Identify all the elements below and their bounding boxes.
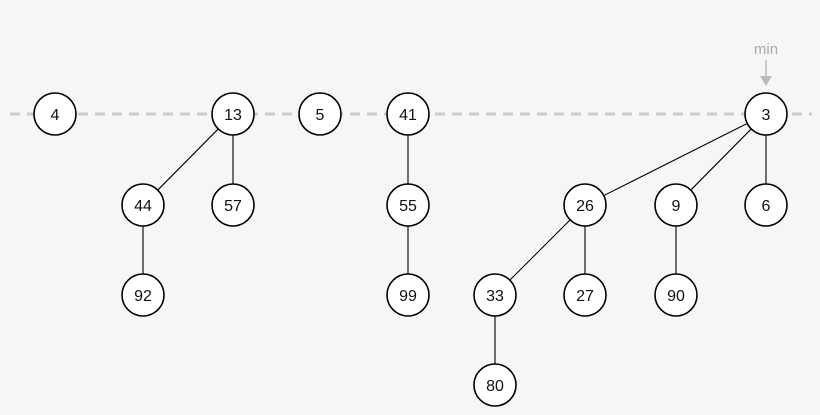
- node-circle: [744, 92, 788, 136]
- node-label: 57: [224, 198, 242, 215]
- node-label: 3: [762, 107, 771, 124]
- node-label: 80: [486, 378, 504, 395]
- node-circle: [654, 183, 698, 227]
- node-circle: [386, 273, 430, 317]
- node-13: 13: [211, 92, 255, 136]
- node-92: 92: [121, 273, 165, 317]
- node-label: 4: [51, 107, 60, 124]
- node-label: 99: [399, 288, 417, 305]
- node-circle: [211, 92, 255, 136]
- node-99: 99: [386, 273, 430, 317]
- edge-n3-n26: [603, 122, 748, 197]
- node-circle: [473, 273, 517, 317]
- node-circle: [386, 92, 430, 136]
- min-pointer-label: min: [754, 41, 778, 58]
- node-label: 33: [486, 288, 504, 305]
- node-circle: [298, 92, 342, 136]
- node-circle: [563, 273, 607, 317]
- node-80: 80: [473, 363, 517, 407]
- node-5: 5: [298, 92, 342, 136]
- edge-n13-n44: [157, 128, 219, 191]
- node-label: 6: [762, 198, 771, 215]
- node-circle: [211, 183, 255, 227]
- node-27: 27: [563, 273, 607, 317]
- edges: [142, 122, 767, 364]
- node-label: 26: [576, 198, 594, 215]
- node-label: 5: [316, 107, 325, 124]
- node-4: 4: [33, 92, 77, 136]
- node-circle: [473, 363, 517, 407]
- edge-n3-n9: [690, 128, 752, 191]
- nodes: 4 13 44 57 92 5 41 55 99 3 26 9 6 33 27 90 80: [33, 92, 788, 407]
- node-label: 13: [224, 107, 242, 124]
- node-33: 33: [473, 273, 517, 317]
- node-label: 27: [576, 288, 594, 305]
- min-pointer-arrow-head: [760, 76, 772, 86]
- node-label: 55: [399, 198, 417, 215]
- node-label: 41: [399, 107, 417, 124]
- node-6: 6: [744, 183, 788, 227]
- node-3: 3: [744, 92, 788, 136]
- node-9: 9: [654, 183, 698, 227]
- node-circle: [563, 183, 607, 227]
- node-circle: [744, 183, 788, 227]
- node-circle: [33, 92, 77, 136]
- node-circle: [121, 183, 165, 227]
- node-57: 57: [211, 183, 255, 227]
- node-label: 9: [672, 198, 681, 215]
- node-55: 55: [386, 183, 430, 227]
- node-label: 92: [134, 288, 152, 305]
- node-label: 44: [134, 198, 152, 215]
- node-circle: [121, 273, 165, 317]
- node-44: 44: [121, 183, 165, 227]
- node-circle: [386, 183, 430, 227]
- edge-n26-n33: [509, 219, 571, 281]
- node-label: 90: [667, 288, 685, 305]
- node-26: 26: [563, 183, 607, 227]
- node-circle: [654, 273, 698, 317]
- node-41: 41: [386, 92, 430, 136]
- node-90: 90: [654, 273, 698, 317]
